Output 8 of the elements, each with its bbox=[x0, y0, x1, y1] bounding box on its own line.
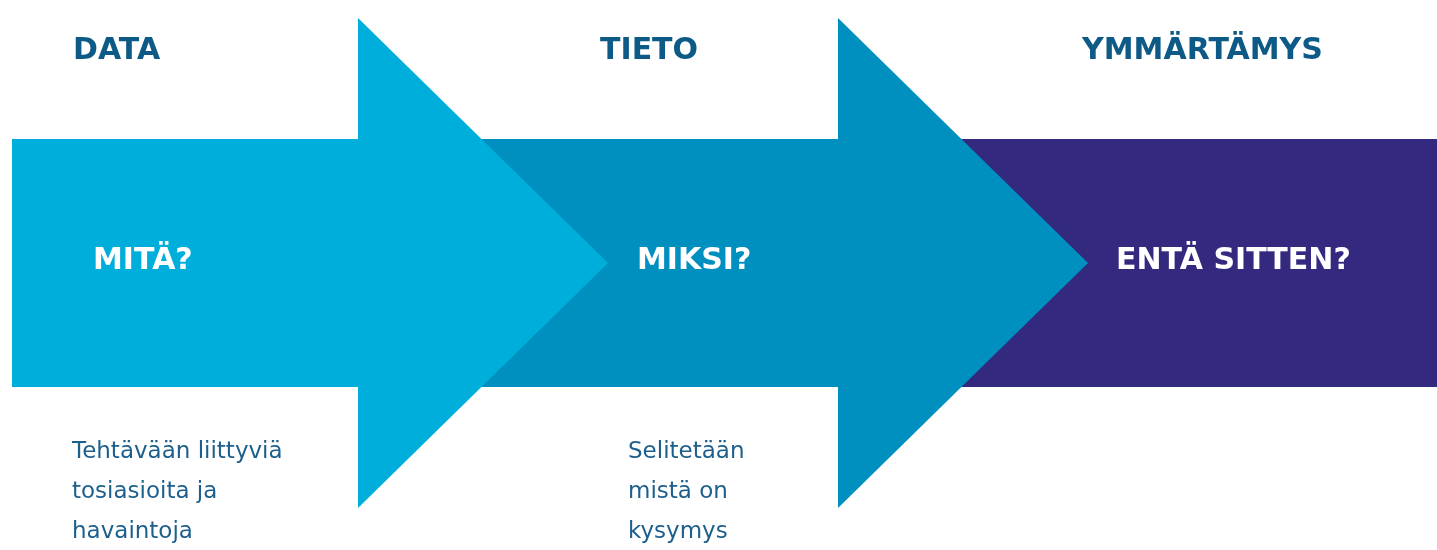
stage-heading: TIETO bbox=[600, 32, 699, 66]
question-label: ENTÄ SITTEN? bbox=[1116, 242, 1351, 276]
question-label: MITÄ? bbox=[93, 242, 193, 276]
description-text: Selitetään mistä on kysymys bbox=[628, 436, 746, 545]
question-label: MIKSI? bbox=[637, 242, 752, 276]
stage-heading: DATA bbox=[73, 32, 161, 66]
description-text: Tehtävään liittyviä tosiasioita ja havaintoja bbox=[72, 436, 284, 545]
stage-heading: YMMÄRTÄMYS bbox=[1082, 32, 1323, 66]
